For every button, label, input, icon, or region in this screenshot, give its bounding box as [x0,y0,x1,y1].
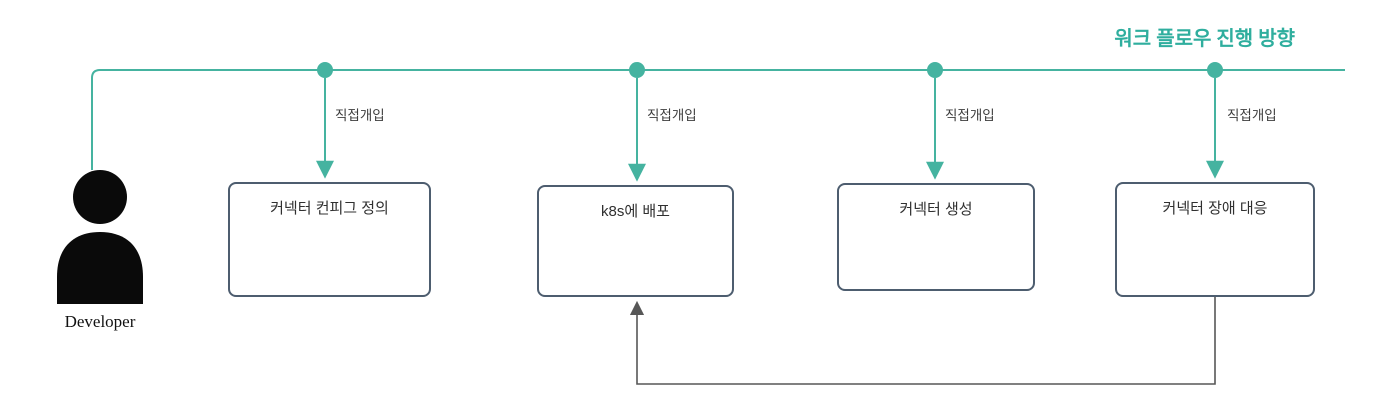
step-box-connector-failure: 커넥터 장애 대응 [1115,182,1315,297]
workflow-dot-1 [317,62,333,78]
step-label: 커넥터 장애 대응 [1162,200,1268,217]
diagram-title: 워크 플로우 진행 방향 [1114,28,1295,50]
step-box-connector-create: 커넥터 생성 [837,183,1035,291]
step-label: 커넥터 생성 [899,201,973,218]
step-box-connector-config: 커넥터 컨피그 정의 [228,182,431,297]
intervention-label-3: 직접개입 [945,108,995,123]
workflow-dot-2 [629,62,645,78]
step-box-k8s-deploy: k8s에 배포 [537,185,734,297]
workflow-dot-3 [927,62,943,78]
intervention-label-1: 직접개입 [335,108,385,123]
workflow-dot-4 [1207,62,1223,78]
step-label: 커넥터 컨피그 정의 [270,200,389,217]
step-label: k8s에 배포 [601,203,670,220]
feedback-arrow [629,297,1216,385]
developer-person-icon [57,170,143,304]
developer-label: Developer [64,312,136,331]
workflow-line [91,69,1345,170]
intervention-label-4: 직접개입 [1227,108,1277,123]
intervention-label-2: 직접개입 [647,108,697,123]
